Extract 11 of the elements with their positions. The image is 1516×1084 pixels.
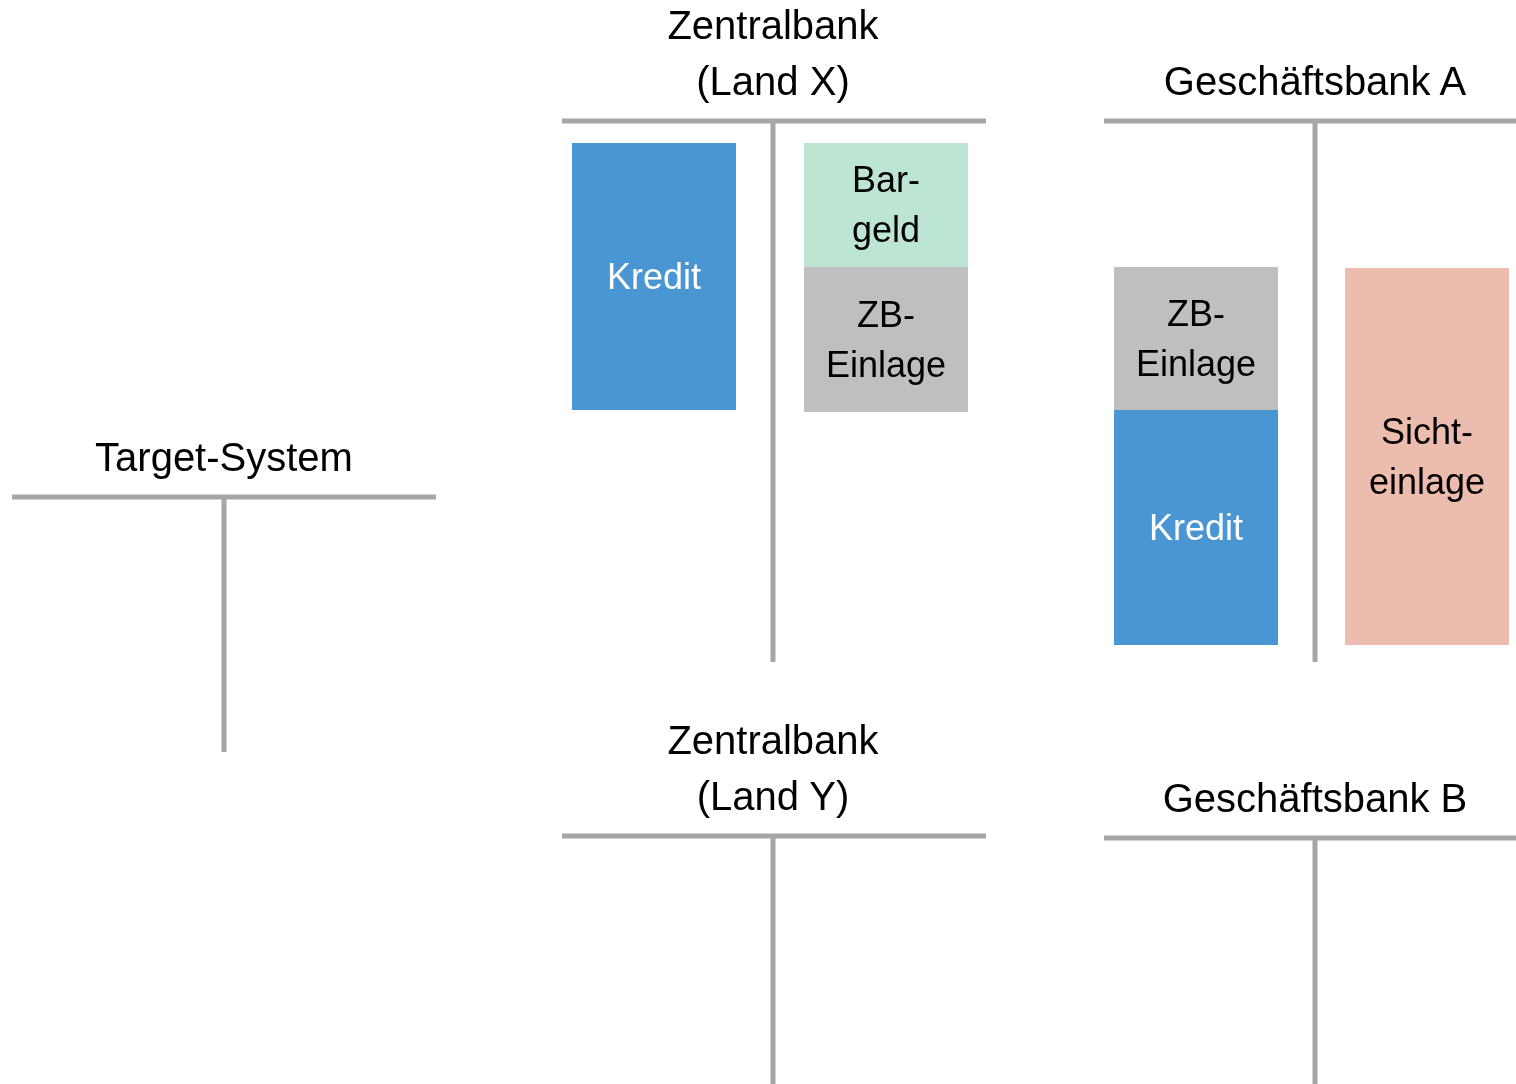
balance-item-block: Kredit bbox=[1114, 410, 1278, 645]
balance-item-block: ZB- Einlage bbox=[1114, 267, 1278, 410]
balance-item-block: Kredit bbox=[572, 143, 736, 410]
account-title: Zentralbank (Land Y) bbox=[666, 717, 880, 820]
account-title: Geschäftsbank B bbox=[1161, 775, 1469, 822]
balance-item-block: Bar- geld bbox=[804, 143, 968, 267]
balance-item-block: Sicht- einlage bbox=[1345, 268, 1509, 645]
balance-item-block: ZB- Einlage bbox=[804, 267, 968, 412]
account-title: Target-System bbox=[94, 434, 354, 481]
account-title: Geschäftsbank A bbox=[1162, 58, 1468, 105]
account-title: Zentralbank (Land X) bbox=[666, 2, 880, 105]
